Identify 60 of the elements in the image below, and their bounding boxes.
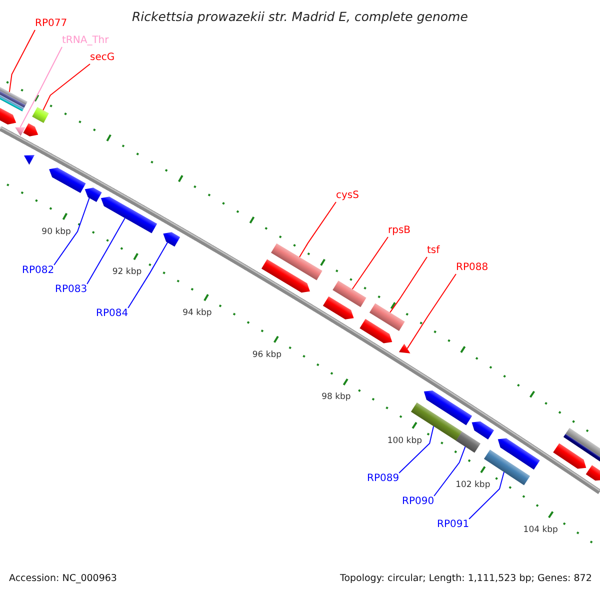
gene-feature bbox=[84, 188, 102, 202]
gene-feature bbox=[100, 196, 158, 234]
gene-label: rpsB bbox=[388, 225, 411, 237]
gene-feature bbox=[553, 443, 586, 469]
gene-bar bbox=[271, 243, 322, 280]
tick-label: 100 kbp bbox=[387, 436, 422, 446]
tick-label: 104 kbp bbox=[523, 524, 558, 535]
leader-line bbox=[8, 30, 36, 92]
tick-label: 92 kbp bbox=[112, 267, 142, 278]
leader-line bbox=[86, 218, 126, 284]
gene-label: RP091 bbox=[437, 519, 470, 531]
gene-feature bbox=[360, 318, 392, 344]
gene-label: RP083 bbox=[55, 284, 88, 296]
leader-line bbox=[468, 472, 504, 520]
footer-text: Accession: NC_000963 bbox=[9, 573, 117, 584]
gene-feature bbox=[472, 421, 494, 440]
tick-label: 98 kbp bbox=[322, 392, 351, 402]
gene-label: RP077 bbox=[35, 18, 68, 30]
gene-bar bbox=[369, 303, 405, 331]
tick-label: 94 kbp bbox=[182, 308, 212, 318]
leader-line bbox=[54, 198, 90, 266]
leader-line bbox=[352, 236, 388, 290]
leader-line bbox=[398, 426, 434, 474]
gene-label: RP082 bbox=[22, 265, 54, 277]
tick-label: 102 kbp bbox=[456, 480, 490, 490]
gene-feature bbox=[0, 108, 16, 124]
leader-line bbox=[390, 256, 428, 313]
gene-bar bbox=[332, 280, 366, 308]
map-title: Rickettsia prowazekii str. Madrid E, complete genome bbox=[132, 9, 468, 24]
gene-label: RP084 bbox=[96, 308, 128, 320]
gene-feature bbox=[15, 127, 26, 136]
gene-feature bbox=[49, 168, 86, 193]
gene-feature bbox=[24, 155, 35, 165]
gene-label: RP088 bbox=[456, 262, 488, 274]
footer-text: Topology: circular; Length: 1,111,523 bp; Genes: 872 bbox=[340, 573, 592, 584]
tick-label: 90 kbp bbox=[42, 227, 71, 238]
gene-feature bbox=[261, 259, 310, 293]
gene-bar bbox=[563, 428, 600, 462]
gene-label: cysS bbox=[336, 190, 359, 202]
gene-label: tRNA_Thr bbox=[62, 35, 109, 47]
gene-bar bbox=[456, 431, 481, 453]
leader-line bbox=[434, 446, 466, 496]
gene-feature bbox=[322, 296, 354, 320]
gene-feature bbox=[498, 438, 540, 470]
leader-line bbox=[299, 202, 336, 258]
leader-line bbox=[406, 274, 456, 350]
tick-label: 96 kbp bbox=[252, 350, 282, 360]
gene-feature bbox=[586, 465, 600, 481]
gene-feature bbox=[398, 344, 410, 354]
leader-line bbox=[128, 242, 168, 308]
gene-bar bbox=[32, 107, 49, 123]
gene-label: RP090 bbox=[402, 496, 434, 508]
gene-bar bbox=[0, 86, 28, 112]
gene-feature bbox=[424, 390, 472, 426]
gene-feature bbox=[163, 232, 180, 247]
gene-label: RP089 bbox=[367, 473, 400, 485]
leader-line bbox=[20, 46, 62, 128]
leader-line bbox=[42, 64, 90, 111]
gene-label: tsf bbox=[427, 245, 440, 257]
gene-label: secG bbox=[90, 52, 115, 64]
